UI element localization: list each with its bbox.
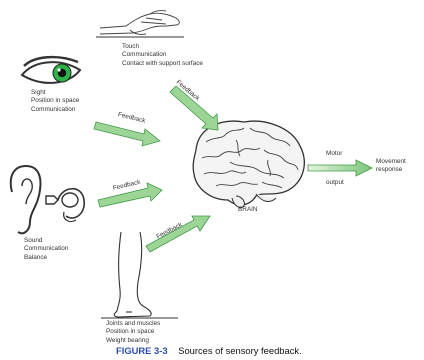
brain-label: BRAIN bbox=[238, 206, 258, 214]
sound-label-line: Communication bbox=[24, 245, 68, 253]
arrow-brain-to-movement bbox=[308, 160, 372, 176]
figure-title: Sources of sensory feedback. bbox=[178, 345, 302, 356]
ear-icon bbox=[11, 166, 84, 233]
touch-label-line: Touch bbox=[122, 43, 203, 51]
arrow-sight-to-brain bbox=[94, 122, 160, 146]
leg-icon bbox=[114, 232, 151, 317]
brain-icon bbox=[193, 121, 304, 207]
movement-label-line: Movement bbox=[376, 158, 406, 166]
sight-label-line: Communication bbox=[31, 106, 79, 114]
joints-label: Joints and muscles Position in space Wei… bbox=[106, 320, 160, 345]
sound-label-line: Balance bbox=[24, 254, 68, 262]
output-label: output bbox=[326, 179, 344, 186]
joints-label-line: Joints and muscles bbox=[106, 320, 160, 328]
sight-label: Sight Position in space Communication bbox=[31, 89, 79, 114]
figure-caption: FIGURE 3-3 Sources of sensory feedback. bbox=[116, 345, 302, 356]
touch-label: Touch Communication Contact with support… bbox=[122, 43, 203, 68]
figure-number: FIGURE 3-3 bbox=[116, 345, 168, 356]
motor-label: Motor bbox=[326, 150, 342, 157]
movement-label-line: response bbox=[376, 166, 406, 174]
sight-label-line: Position in space bbox=[31, 97, 79, 105]
sight-label-line: Sight bbox=[31, 89, 79, 97]
movement-response-label: Movement response bbox=[376, 158, 406, 175]
sound-label: Sound Communication Balance bbox=[24, 237, 68, 262]
eye-icon bbox=[22, 57, 80, 83]
touch-label-line: Contact with support surface bbox=[122, 60, 203, 68]
sound-label-line: Sound bbox=[24, 237, 68, 245]
joints-label-line: Position in space bbox=[106, 328, 160, 336]
hand-icon bbox=[100, 11, 179, 35]
touch-label-line: Communication bbox=[122, 51, 203, 59]
